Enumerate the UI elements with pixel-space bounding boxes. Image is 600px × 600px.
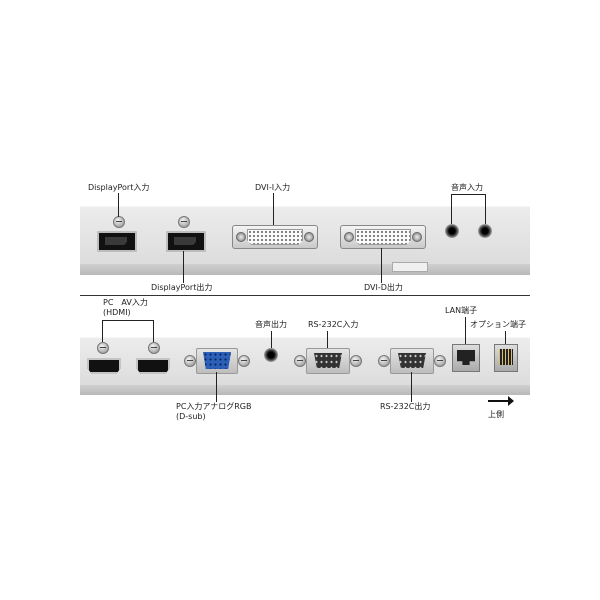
dp-in-screw bbox=[113, 216, 125, 228]
leader-audio-out bbox=[271, 331, 272, 348]
label-hdmi: (HDMI) bbox=[103, 308, 131, 317]
dvi-d-right-screw bbox=[412, 232, 422, 242]
label-dvi-i-in: DVI-I入力 bbox=[255, 183, 291, 192]
rs232c-in-port bbox=[306, 348, 350, 374]
leader-dp-out bbox=[183, 251, 184, 283]
upper-panel-tab bbox=[392, 262, 428, 272]
leader-audio-in-h bbox=[451, 194, 486, 195]
leader-hdmi-r bbox=[153, 320, 154, 342]
label-option: オプション端子 bbox=[470, 320, 526, 329]
label-dvi-d-out: DVI-D出力 bbox=[364, 283, 403, 292]
label-up-side: 上側 bbox=[488, 410, 504, 419]
rs232c-out-right-screw bbox=[434, 355, 446, 367]
dvi-d-left-screw bbox=[344, 232, 354, 242]
label-displayport-in: DisplayPort入力 bbox=[88, 183, 150, 192]
hdmi-av-screw bbox=[148, 342, 160, 354]
leader-option bbox=[505, 331, 506, 344]
displayport-out-port bbox=[166, 231, 206, 252]
leader-dvi-i-in bbox=[273, 193, 274, 225]
section-divider bbox=[80, 295, 530, 296]
lan-port bbox=[452, 344, 480, 372]
option-port bbox=[494, 344, 518, 372]
dp-out-screw bbox=[178, 216, 190, 228]
rs232c-in-left-screw bbox=[294, 355, 306, 367]
leader-rs232c-out bbox=[411, 372, 412, 402]
right-arrow-icon bbox=[488, 396, 514, 406]
leader-audio-in-l bbox=[451, 194, 452, 224]
displayport-in-port bbox=[97, 231, 137, 252]
vga-port bbox=[196, 348, 238, 374]
label-audio-in: 音声入力 bbox=[451, 183, 483, 192]
upper-panel-ledge bbox=[80, 264, 530, 275]
leader-lan bbox=[465, 317, 466, 344]
rs232c-out-port bbox=[390, 348, 434, 374]
audio-in-jack-right bbox=[478, 224, 492, 238]
leader-vga bbox=[216, 372, 217, 402]
vga-right-screw bbox=[238, 355, 250, 367]
label-rs232c-in: RS-232C入力 bbox=[308, 320, 359, 329]
lan-socket bbox=[457, 350, 475, 365]
leader-hdmi-l bbox=[102, 320, 103, 342]
label-rs232c-out: RS-232C出力 bbox=[380, 402, 431, 411]
label-displayport-out: DisplayPort出力 bbox=[151, 283, 213, 292]
dvi-i-left-screw bbox=[236, 232, 246, 242]
option-socket bbox=[499, 349, 513, 365]
label-lan: LAN端子 bbox=[445, 306, 478, 315]
audio-out-jack bbox=[264, 348, 278, 362]
dvi-i-in-port bbox=[232, 225, 318, 249]
vga-left-screw bbox=[184, 355, 196, 367]
hdmi-pc-port bbox=[87, 358, 121, 374]
leader-dp-in bbox=[118, 193, 119, 217]
rs232c-in-pins bbox=[314, 353, 342, 368]
label-pc-av-in: PC AV入力 bbox=[103, 298, 148, 307]
label-audio-out: 音声出力 bbox=[255, 320, 287, 329]
hdmi-pc-screw bbox=[97, 342, 109, 354]
dvi-d-out-port bbox=[340, 225, 426, 249]
hdmi-av-port bbox=[136, 358, 170, 374]
dvi-d-pins bbox=[355, 229, 411, 245]
leader-rs232c-in bbox=[327, 331, 328, 348]
leader-hdmi-h bbox=[102, 320, 153, 321]
vga-pins bbox=[203, 352, 231, 369]
label-d-sub: (D-sub) bbox=[176, 412, 206, 421]
rs232c-in-right-screw bbox=[350, 355, 362, 367]
rs232c-out-pins bbox=[398, 353, 426, 368]
leader-dvi-d-out bbox=[381, 248, 382, 283]
leader-audio-in-r bbox=[485, 194, 486, 224]
lower-panel-ledge bbox=[80, 385, 530, 395]
rs232c-out-left-screw bbox=[378, 355, 390, 367]
audio-in-jack-left bbox=[445, 224, 459, 238]
dvi-i-right-screw bbox=[304, 232, 314, 242]
dvi-i-pins bbox=[247, 229, 303, 245]
label-pc-analog-rgb: PC入力アナログRGB bbox=[176, 402, 252, 411]
